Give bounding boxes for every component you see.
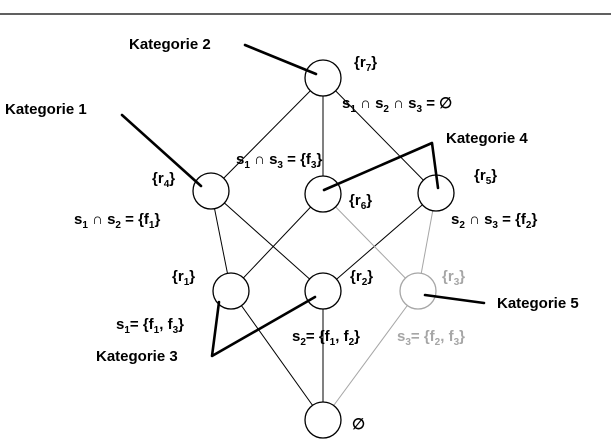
edge-r3-bottom	[322, 290, 419, 421]
label-left-formula: s1​ ∩ s2​ = {f1​}	[74, 211, 160, 231]
pointer-kategorie-3	[210, 295, 317, 358]
node-center	[304, 175, 342, 213]
node-r1	[212, 272, 250, 310]
pointer-kategorie-5	[423, 293, 486, 305]
category-kategorie-4: Kategorie 4	[446, 130, 528, 147]
edge-left-r2	[210, 190, 324, 292]
edge-center-r3	[322, 193, 419, 292]
category-kategorie-1: Kategorie 1	[5, 101, 87, 118]
label-r2-set: {r2​}	[350, 268, 373, 288]
edge-top-right	[322, 77, 437, 194]
edge-top-left	[210, 77, 324, 192]
pointer-kategorie-2	[243, 43, 318, 76]
label-r1-formula: s1​= {f1​, f3​}	[116, 316, 184, 336]
node-left	[192, 172, 230, 210]
label-top-set: {r7​}	[354, 54, 377, 74]
category-kategorie-3: Kategorie 3	[96, 348, 178, 365]
label-r3-set: {r3​}	[442, 268, 465, 288]
category-kategorie-5: Kategorie 5	[497, 295, 579, 312]
edge-right-r2	[322, 192, 437, 292]
category-kategorie-2: Kategorie 2	[129, 36, 211, 53]
lattice-edges	[210, 77, 437, 421]
node-r3	[399, 272, 437, 310]
label-center-formula: s1​ ∩ s3​ = {f3​}	[236, 151, 322, 171]
pointer-kategorie-1	[120, 113, 203, 188]
label-r1-set: {r1​}	[172, 268, 195, 288]
pointer-kategorie-4	[322, 141, 440, 192]
edge-r1-bottom	[230, 290, 324, 421]
label-right-formula: s2​ ∩ s3​ = {f2​}	[451, 211, 537, 231]
label-left-set: {r4​}	[152, 170, 175, 190]
label-bottom-set: ∅	[352, 416, 365, 433]
label-center-set: {r6​}	[349, 192, 372, 212]
label-r2-formula: s2​= {f1​, f2​}	[292, 328, 360, 348]
node-bottom	[304, 401, 342, 439]
label-top-formula: s1​ ∩ s2​ ∩ s3​ = ∅	[342, 95, 452, 115]
lattice-nodes	[192, 59, 455, 439]
label-right-set: {r5​}	[474, 167, 497, 187]
category-pointers	[120, 43, 486, 358]
node-top	[304, 59, 342, 97]
node-r2	[304, 272, 342, 310]
label-r3-formula: s3​= {f2​, f3​}	[397, 328, 465, 348]
edge-center-r1	[230, 193, 324, 292]
